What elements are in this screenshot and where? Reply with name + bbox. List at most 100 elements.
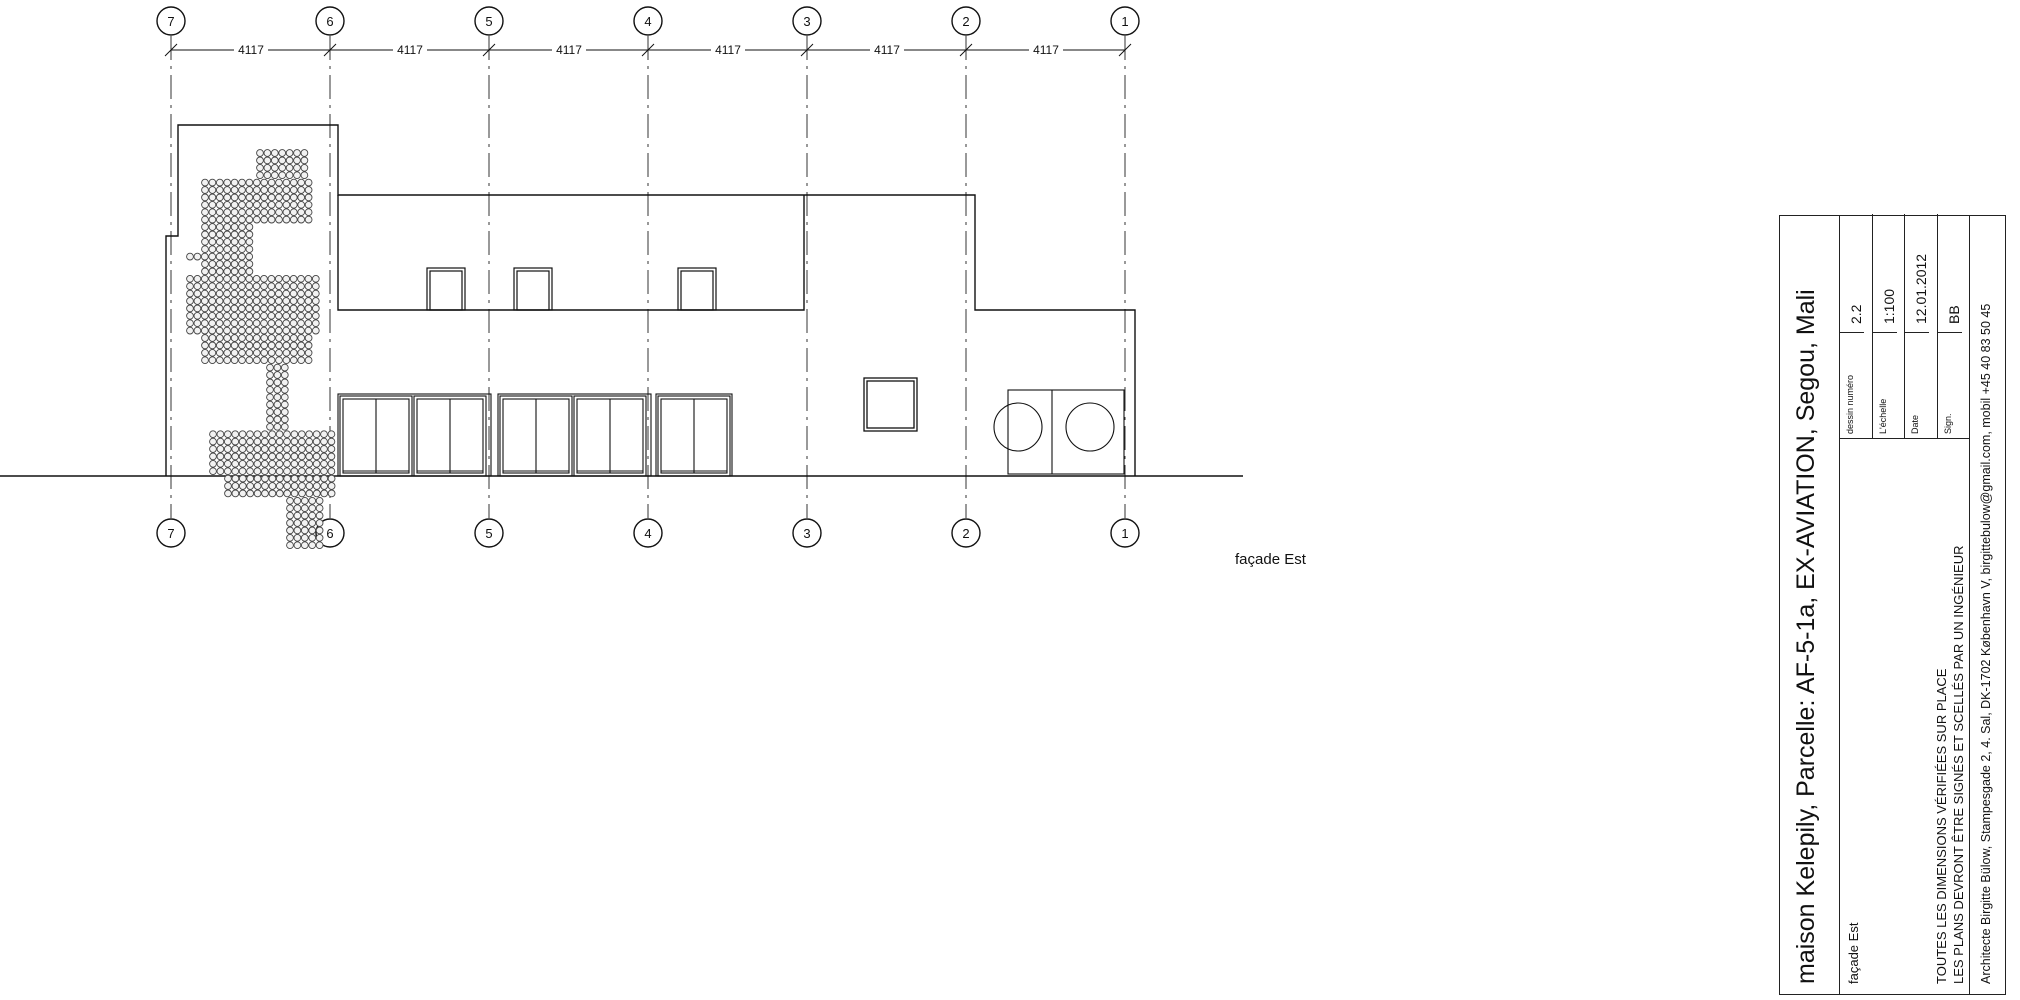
bottle-end xyxy=(201,200,209,209)
bottle-end xyxy=(289,319,298,328)
bottle-end xyxy=(223,200,232,209)
bottle-end xyxy=(238,474,247,483)
svg-text:1: 1 xyxy=(1121,526,1128,541)
bottle-end xyxy=(275,445,284,453)
bottle-end xyxy=(285,163,294,172)
bottle-end xyxy=(238,489,247,498)
bottle-end xyxy=(304,289,313,298)
bottle-end xyxy=(253,459,262,468)
bottle-end xyxy=(274,297,283,305)
bottle-end xyxy=(290,437,299,446)
bottle-end xyxy=(320,489,329,498)
bottle-end xyxy=(274,326,283,335)
bottle-end xyxy=(193,311,202,320)
bottle-end xyxy=(293,533,302,542)
bottle-end xyxy=(245,304,254,313)
bottle-end xyxy=(304,319,313,328)
bottle-end xyxy=(238,430,247,439)
bottle-end xyxy=(315,511,324,520)
svg-text:6: 6 xyxy=(326,526,333,541)
door-frame xyxy=(655,393,733,477)
bottle-end xyxy=(223,245,232,254)
bottle-end xyxy=(308,496,317,505)
bottle-end xyxy=(308,511,317,520)
bottle-end xyxy=(230,215,239,224)
bottle-end xyxy=(267,356,276,365)
bottle-end xyxy=(215,348,224,357)
bottle-end xyxy=(308,526,317,535)
bottle-end xyxy=(320,482,329,490)
bottle-end xyxy=(186,326,194,335)
bottle-end xyxy=(231,482,240,490)
bottle-end xyxy=(253,467,262,476)
bottle-end xyxy=(312,437,321,446)
dimension-label-4-3: 4117 xyxy=(711,42,745,57)
architect-contact: Architecte Birgitte Bülow, Stampesgade 2… xyxy=(1979,303,1993,984)
bottle-end xyxy=(208,326,217,335)
bottle-end xyxy=(245,356,254,365)
bottle-end xyxy=(209,467,217,476)
bottle-end xyxy=(223,267,232,276)
bottle-end xyxy=(238,334,246,342)
bottle-end xyxy=(327,489,336,498)
bottle-end xyxy=(263,149,272,157)
bottle-end xyxy=(297,459,306,468)
bottle-end xyxy=(275,430,284,439)
bottle-end xyxy=(304,334,313,342)
bottle-end xyxy=(320,437,328,446)
bottle-end xyxy=(327,437,336,446)
bottle-end xyxy=(223,430,232,439)
bottle-end xyxy=(215,282,224,291)
bottle-end xyxy=(285,149,294,157)
bottle-end xyxy=(230,208,239,217)
glazed-door xyxy=(413,395,487,477)
bottle-end xyxy=(304,326,313,335)
bottle-end xyxy=(300,163,309,172)
bottle-end xyxy=(252,200,261,209)
bottle-end xyxy=(266,415,274,424)
bottle-end xyxy=(256,171,264,180)
bottle-end xyxy=(230,326,239,335)
svg-text:3: 3 xyxy=(803,14,810,29)
bottle-end xyxy=(238,223,246,231)
bottle-end xyxy=(245,282,254,291)
bottle-end xyxy=(293,519,302,527)
bottle-end xyxy=(215,267,224,276)
bottle-end xyxy=(215,260,224,268)
bottle-end xyxy=(286,511,294,520)
bottle-end xyxy=(327,445,336,453)
bottle-end xyxy=(223,437,232,446)
bottle-end xyxy=(230,230,239,239)
bottle-end xyxy=(245,274,254,283)
bottle-end xyxy=(290,482,299,490)
bottle-end xyxy=(223,223,232,231)
bottle-end xyxy=(311,311,320,320)
bottle-end xyxy=(200,311,209,320)
upper-window xyxy=(426,267,466,311)
bottle-end xyxy=(252,341,261,350)
bottle-end xyxy=(300,526,309,535)
bottle-end xyxy=(282,274,291,283)
axis-grid-lines xyxy=(170,36,1126,518)
bottle-end xyxy=(246,467,254,476)
svg-text:7: 7 xyxy=(167,526,174,541)
bottle-end xyxy=(327,452,336,461)
bottle-end xyxy=(193,319,202,328)
bottle-end xyxy=(201,230,209,239)
bottle-end xyxy=(245,178,254,187)
bottle-end xyxy=(311,319,320,328)
ground-floor-doors xyxy=(337,393,733,477)
bottle-end xyxy=(260,334,269,342)
bottle-end xyxy=(208,193,217,202)
bottle-end xyxy=(300,541,309,550)
bottle-end xyxy=(297,467,306,476)
bottle-end xyxy=(260,178,269,187)
bottle-end xyxy=(280,385,289,394)
bottle-end xyxy=(245,297,254,305)
bottle-end xyxy=(215,326,224,335)
bottle-end xyxy=(280,371,289,379)
info-row-signature: Sign. BB xyxy=(1937,214,1971,438)
bottle-end xyxy=(282,319,291,328)
bottle-end xyxy=(253,452,262,461)
bottle-end xyxy=(275,474,284,483)
